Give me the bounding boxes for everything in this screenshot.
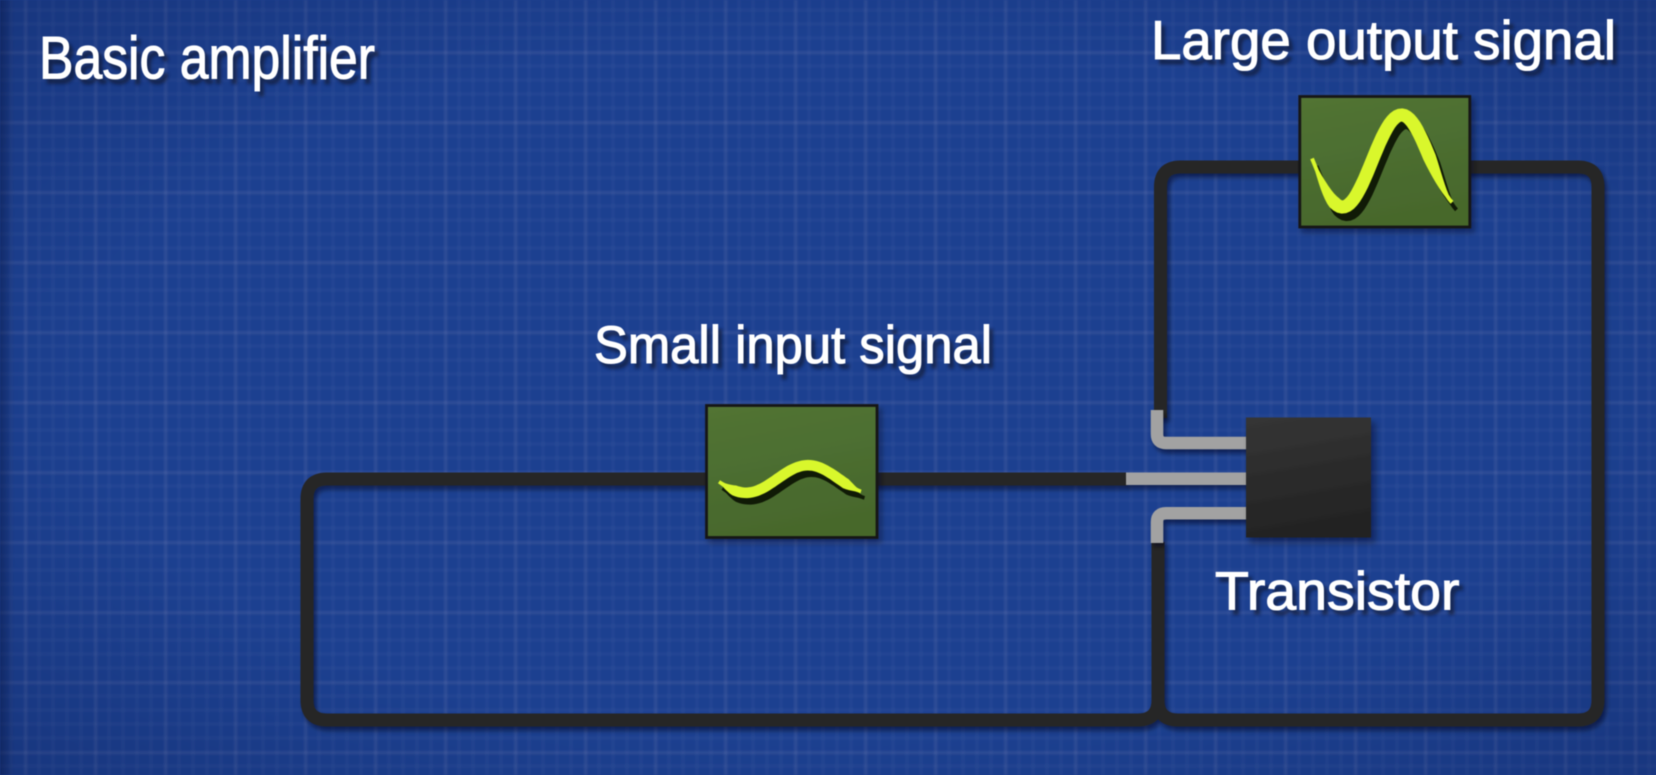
svg-text:Small input signal: Small input signal [594, 316, 992, 375]
svg-text:Large output signal: Large output signal [1151, 9, 1616, 71]
svg-text:Transistor: Transistor [1219, 566, 1464, 626]
svg-text:Large output signal: Large output signal [1155, 14, 1620, 76]
svg-text:Basic amplifier: Basic amplifier [39, 25, 375, 92]
svg-text:Small input signal: Small input signal [598, 321, 996, 380]
svg-text:Basic amplifier: Basic amplifier [43, 30, 379, 97]
svg-text:Transistor: Transistor [1215, 561, 1460, 621]
